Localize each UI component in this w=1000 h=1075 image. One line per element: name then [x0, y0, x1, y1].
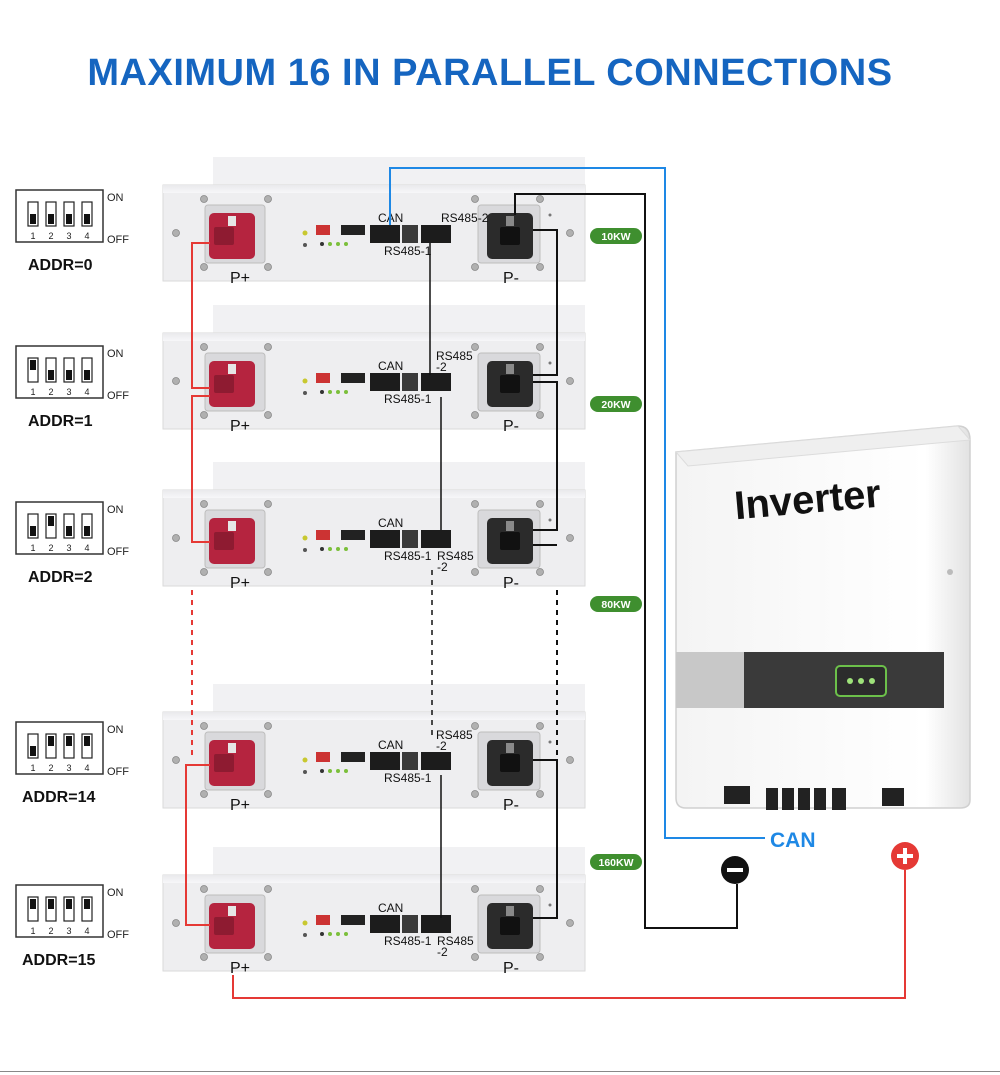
negative-wire [533, 381, 558, 531]
bottom-divider [0, 1071, 1000, 1072]
positive-wire [191, 242, 210, 389]
positive-terminal-label: P+ [230, 418, 250, 435]
dip-switch-number: 3 [66, 763, 71, 773]
inverter-can-label: CAN [770, 829, 816, 852]
dip-on-label: ON [107, 504, 124, 516]
dip-switch-number: 2 [48, 926, 53, 936]
positive-wire [185, 764, 210, 926]
svg-text:160KW: 160KW [598, 857, 633, 869]
rs485-2-port-label-suffix: -2 [436, 360, 447, 374]
rs485-1-port-label: RS485-1 [384, 771, 432, 785]
positive-wire-to-inverter [232, 870, 906, 999]
inverter-unit: Inverter [674, 425, 972, 810]
dip-switch-number: 2 [48, 543, 53, 553]
battery-address-label: ADDR=0 [28, 257, 93, 274]
dip-switch-number: 3 [66, 231, 71, 241]
dip-switch-number: 1 [30, 926, 35, 936]
dip-off-label: OFF [107, 766, 129, 778]
negative-wire [533, 229, 558, 376]
rs485-1-port-label: RS485-1 [384, 392, 432, 406]
dip-switch-number: 4 [84, 926, 89, 936]
battery-address-label: ADDR=2 [28, 569, 93, 586]
negative-wire [533, 759, 558, 919]
negative-terminal-label: P- [503, 418, 519, 435]
battery-module: P+ P- CAN RS485-1 RS485-2 [162, 462, 586, 592]
dip-switch: 1 2 3 4 ON OFF ADDR=0 [15, 189, 129, 274]
positive-terminal-label: P+ [230, 960, 250, 977]
dip-switch: 1 2 3 4 ON OFF ADDR=15 [15, 884, 129, 969]
rs485-2-port-label-suffix: -2 [437, 560, 448, 574]
rs485-1-port-label: RS485-1 [384, 244, 432, 258]
dip-switch-number: 4 [84, 543, 89, 553]
dip-off-label: OFF [107, 546, 129, 558]
rs485-1-port-label: RS485-1 [384, 549, 432, 563]
dip-switch-number: 3 [66, 387, 71, 397]
power-level-badge: 20KW [590, 396, 642, 412]
dip-switch-number: 3 [66, 926, 71, 936]
dip-switch: 1 2 3 4 ON OFF ADDR=2 [15, 501, 129, 586]
can-port-label: CAN [378, 901, 403, 915]
page-title: MAXIMUM 16 IN PARALLEL CONNECTIONS [87, 52, 893, 94]
power-level-badge: 160KW [590, 854, 642, 870]
rs485-2-port-label: RS485 [436, 349, 473, 363]
dip-switch-number: 2 [48, 387, 53, 397]
dip-switch: 1 2 3 4 ON OFF ADDR=1 [15, 345, 129, 430]
battery-address-label: ADDR=1 [28, 413, 93, 430]
dip-switch: 1 2 3 4 ON OFF ADDR=14 [15, 721, 129, 806]
battery-address-label: ADDR=14 [22, 789, 95, 806]
positive-terminal-label: P+ [230, 797, 250, 814]
negative-terminal-icon [721, 856, 749, 884]
power-level-badge: 10KW [590, 228, 642, 244]
dip-switch-number: 4 [84, 387, 89, 397]
dip-switch-number: 1 [30, 763, 35, 773]
dip-off-label: OFF [107, 929, 129, 941]
rs485-1-port-label: RS485-1 [384, 934, 432, 948]
rs485-2-port-label: RS485 [437, 934, 474, 948]
dip-off-label: OFF [107, 390, 129, 402]
negative-terminal-label: P- [503, 270, 519, 287]
dip-switch-number: 4 [84, 231, 89, 241]
dip-switch-number: 1 [30, 231, 35, 241]
battery-module: P+ P- CAN RS485-1 RS485-2 [162, 847, 586, 977]
negative-wire-to-inverter [514, 193, 738, 929]
can-port-label: CAN [378, 516, 403, 530]
rs485-2-port-label-suffix: -2 [436, 739, 447, 753]
svg-text:20KW: 20KW [601, 399, 630, 411]
dip-switch-number: 2 [48, 231, 53, 241]
dip-switch-number: 3 [66, 543, 71, 553]
rs485-2-port-label-suffix: -2 [437, 945, 448, 959]
negative-terminal-label: P- [503, 960, 519, 977]
positive-terminal-icon [891, 842, 919, 870]
svg-text:10KW: 10KW [601, 231, 630, 243]
negative-terminal-label: P- [503, 575, 519, 592]
dip-on-label: ON [107, 348, 124, 360]
battery-address-label: ADDR=15 [22, 952, 95, 969]
can-port-label: CAN [378, 359, 403, 373]
dip-off-label: OFF [107, 234, 129, 246]
rs485-2-port-label: RS485 [437, 549, 474, 563]
positive-wire [191, 395, 210, 543]
negative-terminal-label: P- [503, 797, 519, 814]
dip-on-label: ON [107, 887, 124, 899]
can-port-label: CAN [378, 738, 403, 752]
dip-switch-number: 4 [84, 763, 89, 773]
dip-switch-number: 1 [30, 387, 35, 397]
dip-on-label: ON [107, 192, 124, 204]
can-wire-to-inverter [389, 167, 765, 839]
positive-terminal-label: P+ [230, 270, 250, 287]
rs485-2-port-label: RS485 [436, 728, 473, 742]
power-level-badge: 80KW [590, 596, 642, 612]
dip-on-label: ON [107, 724, 124, 736]
rs485-2-port-label: RS485-2 [441, 211, 489, 225]
dip-switch-number: 2 [48, 763, 53, 773]
svg-text:80KW: 80KW [601, 599, 630, 611]
positive-terminal-label: P+ [230, 575, 250, 592]
dip-switch-number: 1 [30, 543, 35, 553]
